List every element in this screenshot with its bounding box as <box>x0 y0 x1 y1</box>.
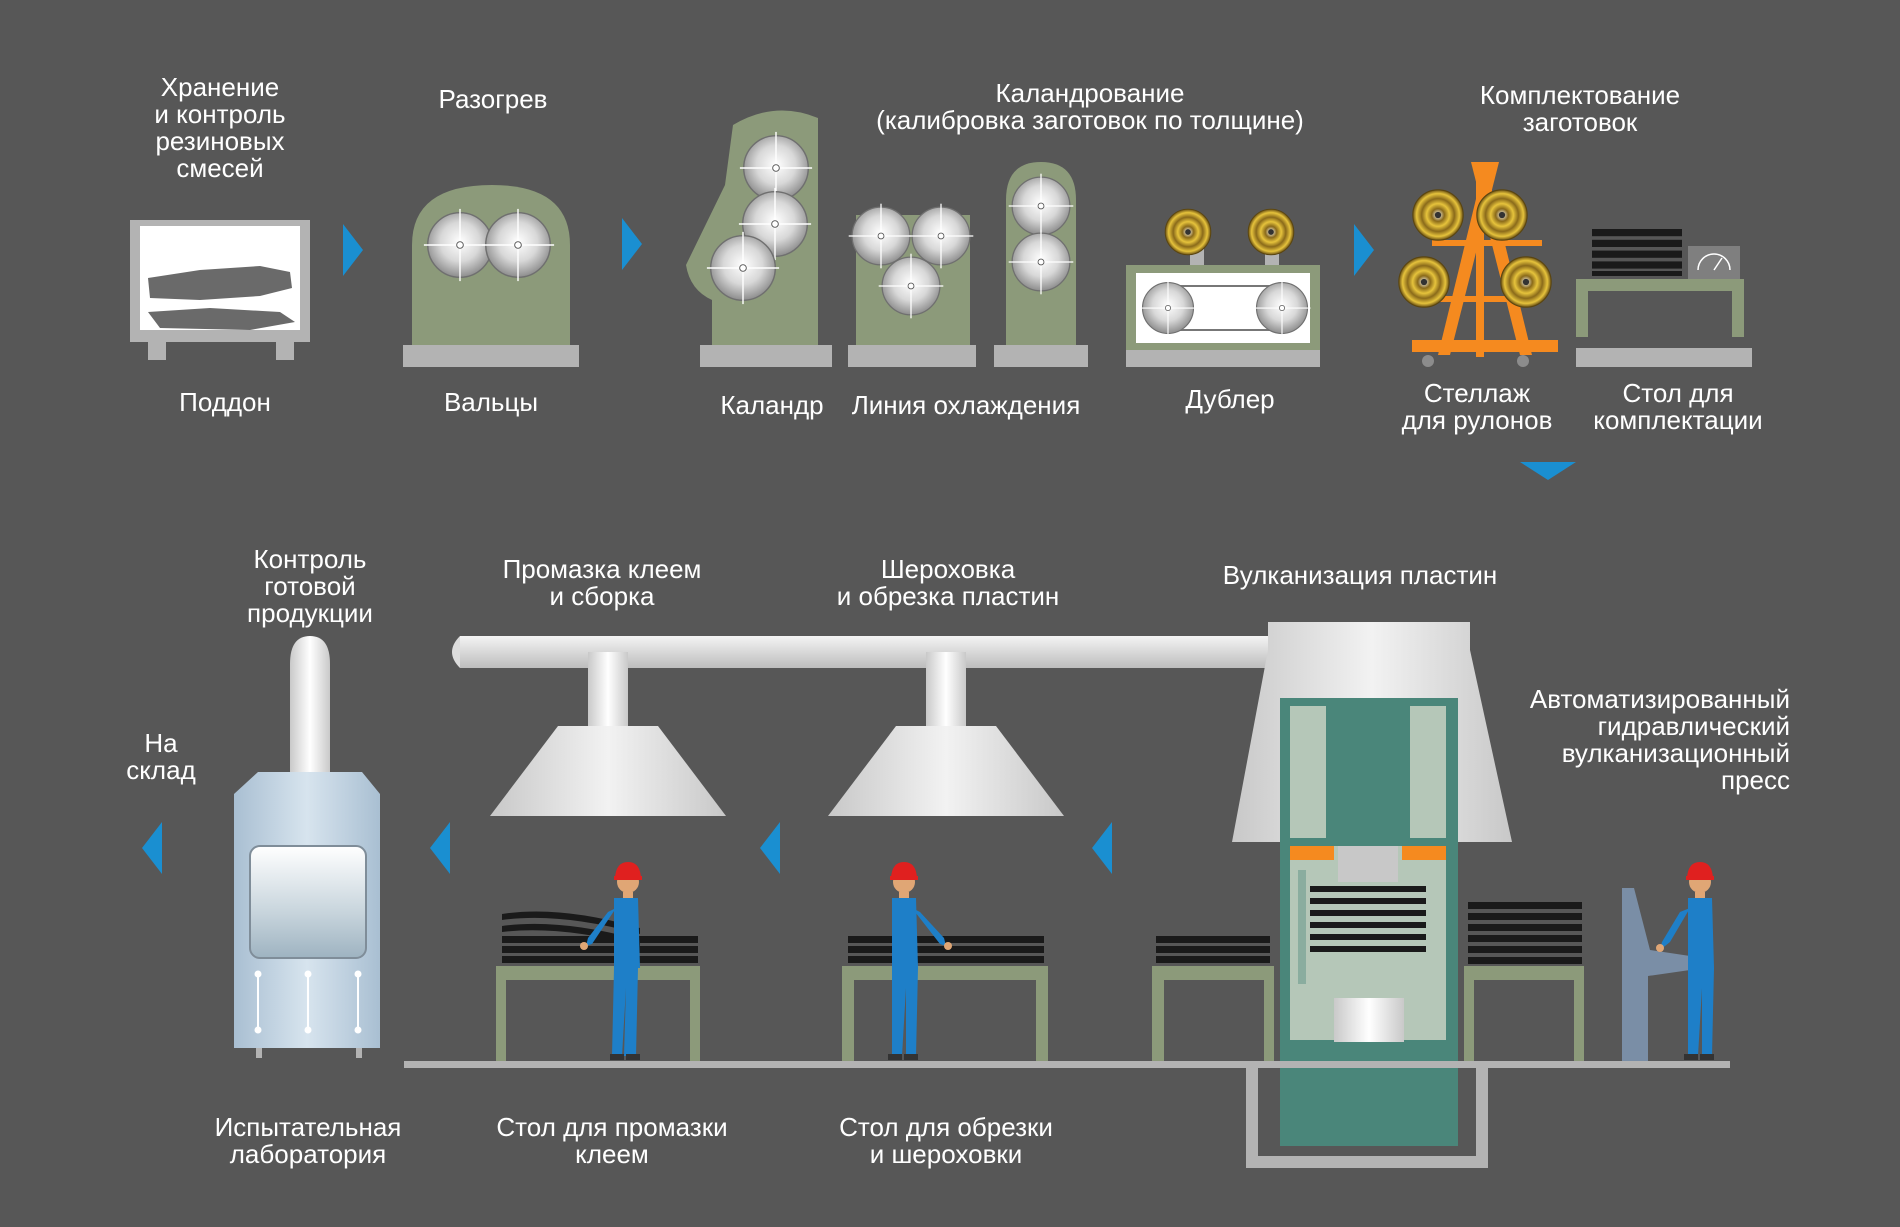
flow-arrow-icon <box>1354 224 1374 276</box>
equipment-label-calender: Каландр <box>720 390 824 420</box>
stage-label-gluing: Промазка клеем и сборка <box>502 554 702 611</box>
equipment-label-rollers: Вальцы <box>443 387 539 417</box>
stage-label-vulcanization: Вулканизация пластин <box>1222 560 1498 590</box>
equipment-label-trim-table: Стол для обрезки и шероховки <box>839 1112 1053 1169</box>
doubler-machine <box>1126 208 1320 367</box>
flow-arrow-icon <box>760 822 780 874</box>
rollers-machine <box>403 185 579 367</box>
stage-label-heating: Разогрев <box>438 84 548 114</box>
worker-icon <box>1656 862 1714 1060</box>
glue-table <box>496 911 700 1061</box>
stage-label-assembly: Комплектование заготовок <box>1479 80 1681 137</box>
equipment-label-glue-table: Стол для промазки клеем <box>496 1112 728 1169</box>
flow-arrow-icon <box>622 218 642 270</box>
stage-label-storage: Хранение и контроль резиновых смесей <box>154 72 286 183</box>
stage-label-calendering: Каландрование (калибровка заготовок по т… <box>876 78 1304 135</box>
equipment-label-cooling-line: Линия охлаждения <box>851 390 1081 420</box>
flow-arrow-icon <box>343 224 363 276</box>
worker-icon <box>580 862 642 1060</box>
lab-cabinet <box>234 636 380 1058</box>
equipment-label-lab: Испытательная лаборатория <box>214 1112 402 1169</box>
assembly-table <box>1576 229 1752 367</box>
flow-arrow-down-icon <box>1520 462 1576 480</box>
vulcanization-press <box>1232 622 1512 1168</box>
press-output-table <box>1464 902 1584 1061</box>
calibration-machine <box>994 162 1088 367</box>
flow-arrow-icon <box>1092 822 1112 874</box>
floor-line <box>404 1061 1730 1068</box>
flow-arrow-icon <box>430 822 450 874</box>
press-input-table <box>1152 936 1274 1061</box>
equipment-label-pallet: Поддон <box>179 387 271 417</box>
stage-label-quality-control: Контроль готовой продукции <box>247 544 373 628</box>
equipment-label-assembly-table: Стол для комплектации <box>1593 378 1763 435</box>
stage-label-to-warehouse: На склад <box>126 728 196 785</box>
trim-table <box>842 936 1048 1061</box>
worker-icon <box>888 862 952 1060</box>
flow-arrow-icon <box>142 822 162 874</box>
pallet <box>130 220 310 360</box>
calender-machine <box>686 110 832 367</box>
cooling-line-machine <box>848 203 976 367</box>
exhaust-duct <box>452 636 1280 816</box>
control-panel <box>1622 888 1690 1061</box>
equipment-label-doubler: Дублер <box>1185 384 1275 414</box>
roll-rack <box>1398 162 1558 367</box>
equipment-label-press: Автоматизированный гидравлический вулкан… <box>1529 684 1790 795</box>
stage-label-roughing: Шероховка и обрезка пластин <box>836 554 1060 611</box>
equipment-label-roll-rack: Стеллаж для рулонов <box>1401 378 1553 435</box>
